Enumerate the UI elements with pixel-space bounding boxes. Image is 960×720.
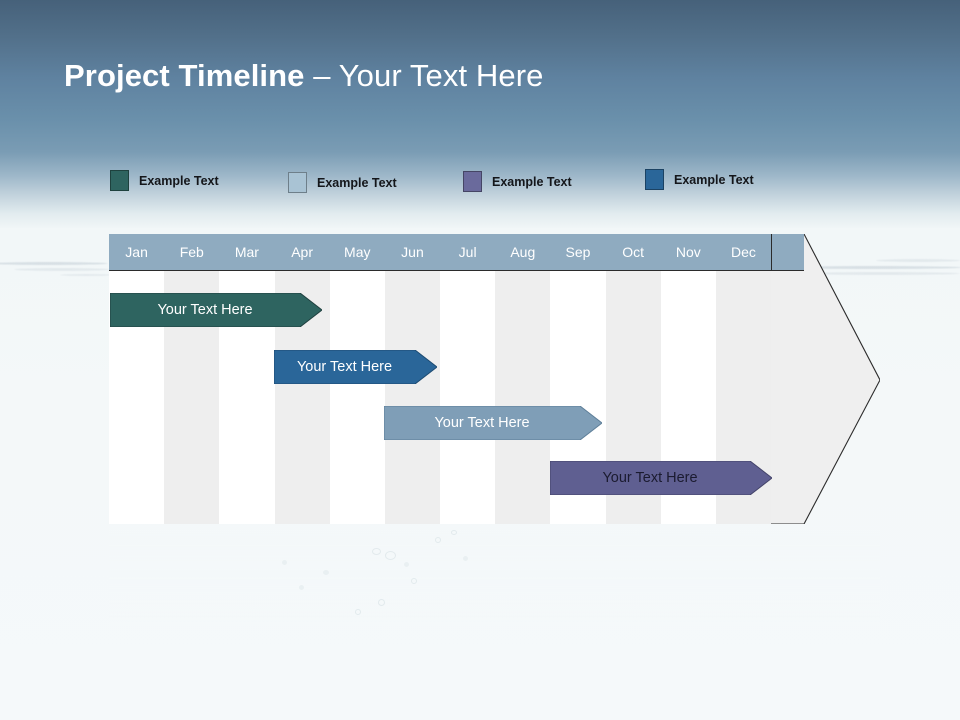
legend-label-3: Example Text [492,174,572,189]
bar-chevron-shape-2 [274,350,437,384]
timeline-bar-label-3: Your Text Here [434,415,530,431]
month-header-aug[interactable]: Aug [510,244,536,260]
header-band-right-edge [771,234,772,271]
bubble-icon-7 [282,560,287,565]
legend-swatch-icon-3 [463,171,482,192]
water-wave-left-2 [14,268,110,271]
timeline-header-band [109,234,804,271]
timeline-column-jan [109,234,165,524]
month-header-may[interactable]: May [344,244,371,260]
page-title-light: – Your Text Here [304,58,544,93]
bar-chevron-shape-4 [550,461,772,495]
bubble-icon-10 [299,585,304,590]
month-header-jun[interactable]: Jun [401,244,424,260]
timeline-reflection [109,525,880,625]
legend-item-4[interactable]: Example Text [645,169,754,190]
legend-label-1: Example Text [139,173,219,188]
reflection-fade-overlay [109,525,880,625]
water-wave-right-3 [876,259,960,262]
timeline-column-jul [440,234,496,524]
timeline-bar-label-4: Your Text Here [602,470,698,486]
timeline-chart: Jan Feb Mar Apr May Jun Jul Aug Sep Oct … [109,234,880,524]
month-header-jul[interactable]: Jul [458,244,477,260]
page-title: Project Timeline – Your Text Here [64,58,543,94]
bubble-icon-3 [323,570,329,575]
month-header-mar[interactable]: Mar [234,244,259,260]
legend: Example Text Example Text Example Text E… [110,168,870,196]
bar-chevron-shape-1 [110,293,322,327]
bubble-icon-9 [451,530,457,535]
bar-chevron-shape-3 [384,406,602,440]
timeline-bar-1[interactable]: Your Text Here [110,293,322,327]
month-header-jan[interactable]: Jan [125,244,148,260]
month-header-sep[interactable]: Sep [565,244,591,260]
month-header-feb[interactable]: Feb [179,244,204,260]
legend-item-2[interactable]: Example Text [288,172,397,193]
page-title-strong: Project Timeline [64,58,305,93]
month-header-oct[interactable]: Oct [622,244,645,260]
timeline-bar-4[interactable]: Your Text Here [550,461,772,495]
timeline-bar-label-2: Your Text Here [296,359,393,375]
water-wave-left-1 [0,262,108,265]
legend-swatch-icon-4 [645,169,664,190]
month-header-nov[interactable]: Nov [675,244,701,260]
timeline-bar-3[interactable]: Your Text Here [384,406,602,440]
legend-label-2: Example Text [317,175,397,190]
bubble-icon-1 [372,548,381,555]
timeline-month-headers: Jan Feb Mar Apr May Jun Jul Aug Sep Oct … [109,234,771,271]
legend-swatch-icon-2 [288,172,307,193]
timeline-bar-2[interactable]: Your Text Here [274,350,437,384]
timeline-bar-label-1: Your Text Here [157,302,253,318]
bubble-icon-2 [385,551,396,560]
bubble-icon-11 [355,609,361,615]
bubble-icon-6 [411,578,417,584]
timeline-column-mar [219,234,275,524]
timeline-column-feb [164,234,220,524]
month-header-apr[interactable]: Apr [291,244,313,260]
water-wave-left-3 [60,274,112,276]
month-header-dec[interactable]: Dec [731,244,756,260]
bubble-icon-5 [404,562,409,567]
legend-item-1[interactable]: Example Text [110,170,219,191]
legend-label-4: Example Text [674,172,754,187]
timeline-column-aug [495,234,551,524]
bubble-icon-8 [378,599,385,606]
water-wave-right-2 [802,272,960,275]
bubble-icon-4 [435,537,441,543]
bubble-icon-12 [463,556,468,561]
legend-swatch-icon-1 [110,170,129,191]
legend-item-3[interactable]: Example Text [463,171,572,192]
